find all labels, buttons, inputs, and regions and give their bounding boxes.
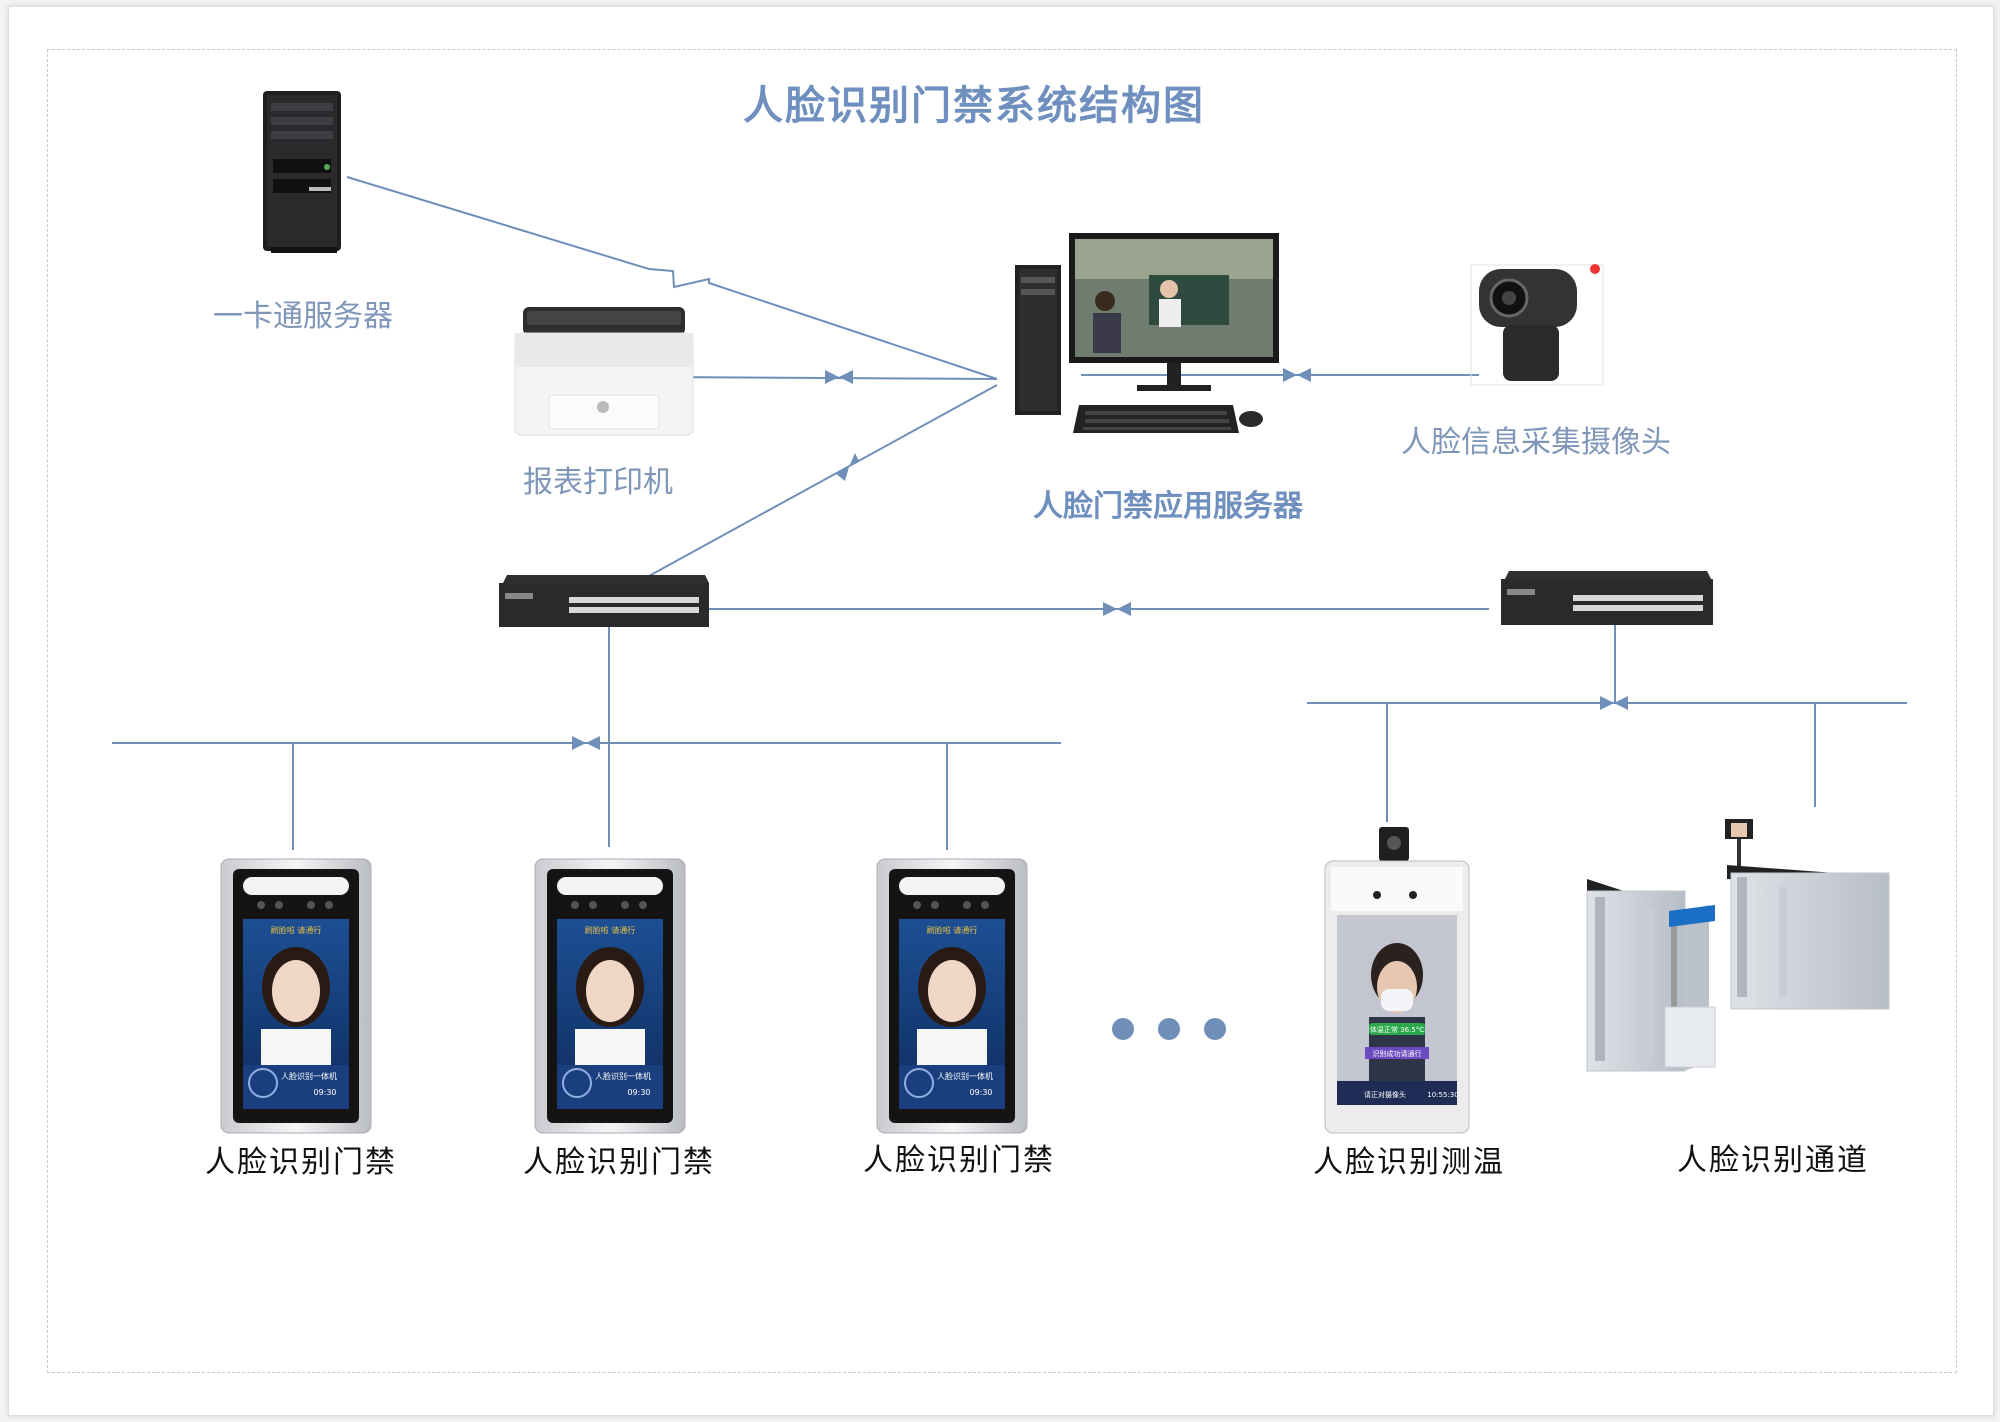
ellipsis-dots: [1112, 1018, 1226, 1040]
thermo-badge-text: 体温正常 36.5°C: [1370, 1025, 1424, 1034]
label-door-2: 人脸识别门禁: [523, 1145, 715, 1180]
connector-symbol: [572, 736, 586, 750]
connector-symbol: [1283, 368, 1297, 382]
thermo-bottom-text: 请正对摄像头: [1364, 1090, 1406, 1099]
label-printer: 报表打印机: [523, 465, 673, 500]
diagram-border: [47, 49, 1957, 1373]
door-screen-header: 刷脸啦 请通行: [271, 925, 322, 935]
connector-symbol: [1600, 696, 1614, 710]
label-card-server: 一卡通服务器: [213, 299, 393, 334]
diagram-title: 人脸识别门禁系统结构图: [743, 83, 1205, 129]
link-card-server: [346, 176, 998, 380]
label-gate: 人脸识别通道: [1677, 1143, 1869, 1178]
door-screen-footer: 人脸识别一体机: [595, 1071, 651, 1081]
door-screen-header: 刷脸啦 请通行: [585, 925, 636, 935]
connector-symbol: [835, 467, 849, 481]
connector-symbol: [825, 370, 839, 384]
thermo-status-text: 识别成功请通行: [1373, 1049, 1422, 1058]
printer-image: [514, 307, 694, 436]
door-screen-time: 09:30: [969, 1088, 992, 1097]
door-screen-footer: 人脸识别一体机: [281, 1071, 337, 1081]
gate-image: [1586, 819, 1890, 1072]
label-app-server: 人脸门禁应用服务器: [1033, 489, 1303, 524]
app-server-image: [1015, 233, 1279, 433]
label-door-3: 人脸识别门禁: [863, 1143, 1055, 1178]
label-thermo: 人脸识别测温: [1313, 1145, 1505, 1180]
switch-left-image: [499, 575, 709, 627]
link-switch1: [606, 384, 998, 600]
camera-image: [1470, 264, 1604, 386]
label-camera: 人脸信息采集摄像头: [1401, 425, 1671, 460]
card-server-image: [263, 91, 341, 253]
label-door-1: 人脸识别门禁: [205, 1145, 397, 1180]
connector-symbol: [1103, 602, 1117, 616]
door-screen-footer: 人脸识别一体机: [937, 1071, 993, 1081]
thermo-terminal-image: 体温正常 36.5°C 识别成功请通行 请正对摄像头 10:55:30: [1324, 827, 1470, 1134]
switch-right-image: [1501, 571, 1713, 625]
thermo-time-text: 10:55:30: [1427, 1091, 1458, 1099]
door-screen-time: 09:30: [313, 1088, 336, 1097]
door-screen-header: 刷脸啦 请通行: [927, 925, 978, 935]
door-screen-time: 09:30: [627, 1088, 650, 1097]
